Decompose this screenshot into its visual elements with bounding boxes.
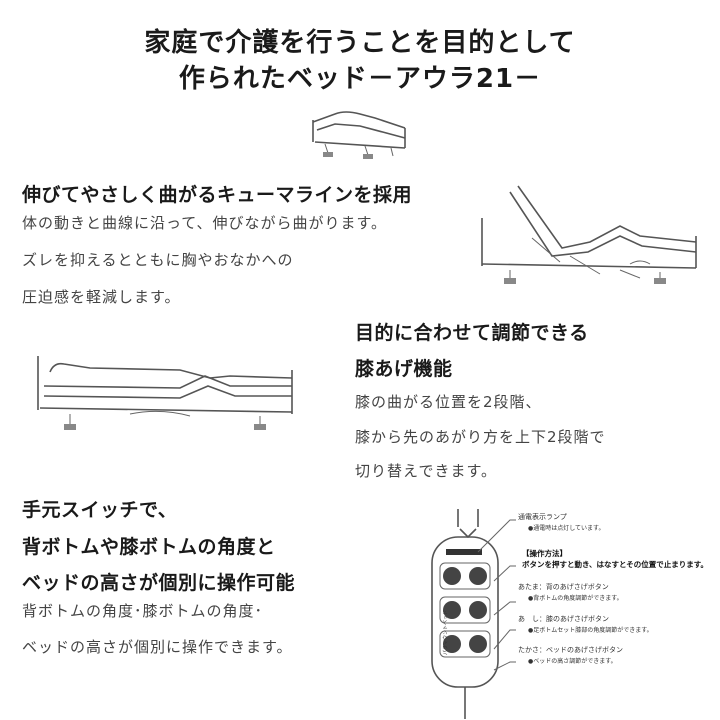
section1-body-line1: 体の動きと曲線に沿って、伸びながら曲がります。 [22,214,388,232]
page-title-line1: 家庭で介護を行うことを目的として [144,28,576,58]
section3-body-line2: ベッドの高さが個別に操作できます。 [22,638,293,656]
remote-leader-lines [477,519,516,671]
reclining-bed-image [481,185,697,284]
section2-heading-line1: 目的に合わせて調節できる [355,322,589,344]
lamp-title: 通電表示ランプ [518,513,567,521]
section1-heading: 伸びてやさしく曲がるキューマラインを採用 [22,184,413,206]
method-title: 【操作方法】 [522,549,567,558]
page-title-line2: 作られたベッド－アウラ21－ [178,64,542,94]
section2-body-line3: 切り替えできます。 [355,462,498,480]
knee-raise-bed-image [37,356,293,430]
section1-body-line3: 圧迫感を軽減します。 [22,288,181,306]
hand-remote-image [431,509,499,719]
section3-heading-line3: ベッドの高さが個別に操作可能 [22,572,296,594]
section2-body-line1: 膝の曲がる位置を2段階、 [355,393,542,411]
section3-heading-line2: 背ボトムや膝ボトムの角度と [22,536,276,558]
lamp-desc: ●通電時は点灯しています。 [528,525,605,532]
remote-brand-label: パラマウントベッド [443,609,449,655]
knee-button-desc: ●足ボトムセット膝部の角度調節ができます。 [528,627,653,634]
back-button-desc: ●背ボトムの角度調節ができます。 [528,595,623,602]
knee-button-title: あ し：膝のあげさげボタン [518,615,609,623]
section2-body-line2: 膝から先のあがり方を上下2段階で [355,428,606,446]
section2-heading-line2: 膝あげ機能 [355,358,453,380]
back-button-title: あたま：背のあげさげボタン [518,583,609,591]
bed-thumbnail-image [312,111,406,159]
section1-body-line2: ズレを抑えるとともに胸やおなかへの [22,251,294,269]
height-button-title: たかさ：ベッドのあげさげボタン [518,646,623,654]
section3-heading-line1: 手元スイッチで、 [22,499,178,521]
method-desc: ボタンを押すと動き、はなすとその位置で止まります。 [522,560,708,569]
height-button-desc: ●ベッドの高さ調節ができます。 [528,658,617,665]
section3-body-line1: 背ボトムの角度･膝ボトムの角度･ [22,602,264,620]
